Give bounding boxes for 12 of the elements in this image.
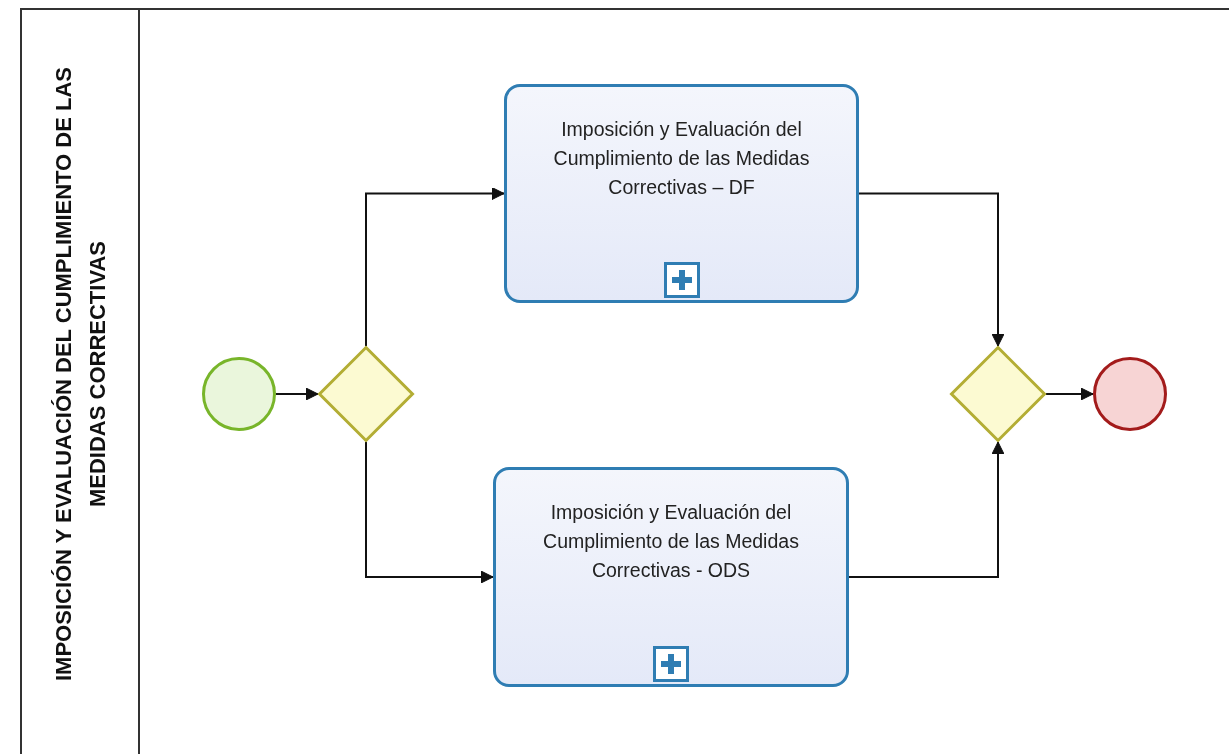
- swimlane: [20, 8, 1229, 754]
- arrow: [858, 192, 1005, 347]
- lane-title: IMPOSICIÓN Y EVALUACIÓN DEL CUMPLIMIENTO DE LAS MEDIDAS CORRECTIVAS: [50, 66, 111, 683]
- subprocess-box: [504, 84, 859, 303]
- arrow: [275, 387, 319, 401]
- arrow: [365, 441, 494, 584]
- arrow: [848, 441, 1005, 578]
- arrow: [1045, 387, 1094, 401]
- task-label: Imposición y Evaluación del Cumplimiento de las Medidas Correctivas - ODS: [542, 500, 800, 583]
- task-label: Imposición y Evaluación del Cumplimiento de las Medidas Correctivas – DF: [552, 117, 811, 200]
- subprocess-box: [493, 467, 849, 687]
- arrow: [365, 187, 505, 347]
